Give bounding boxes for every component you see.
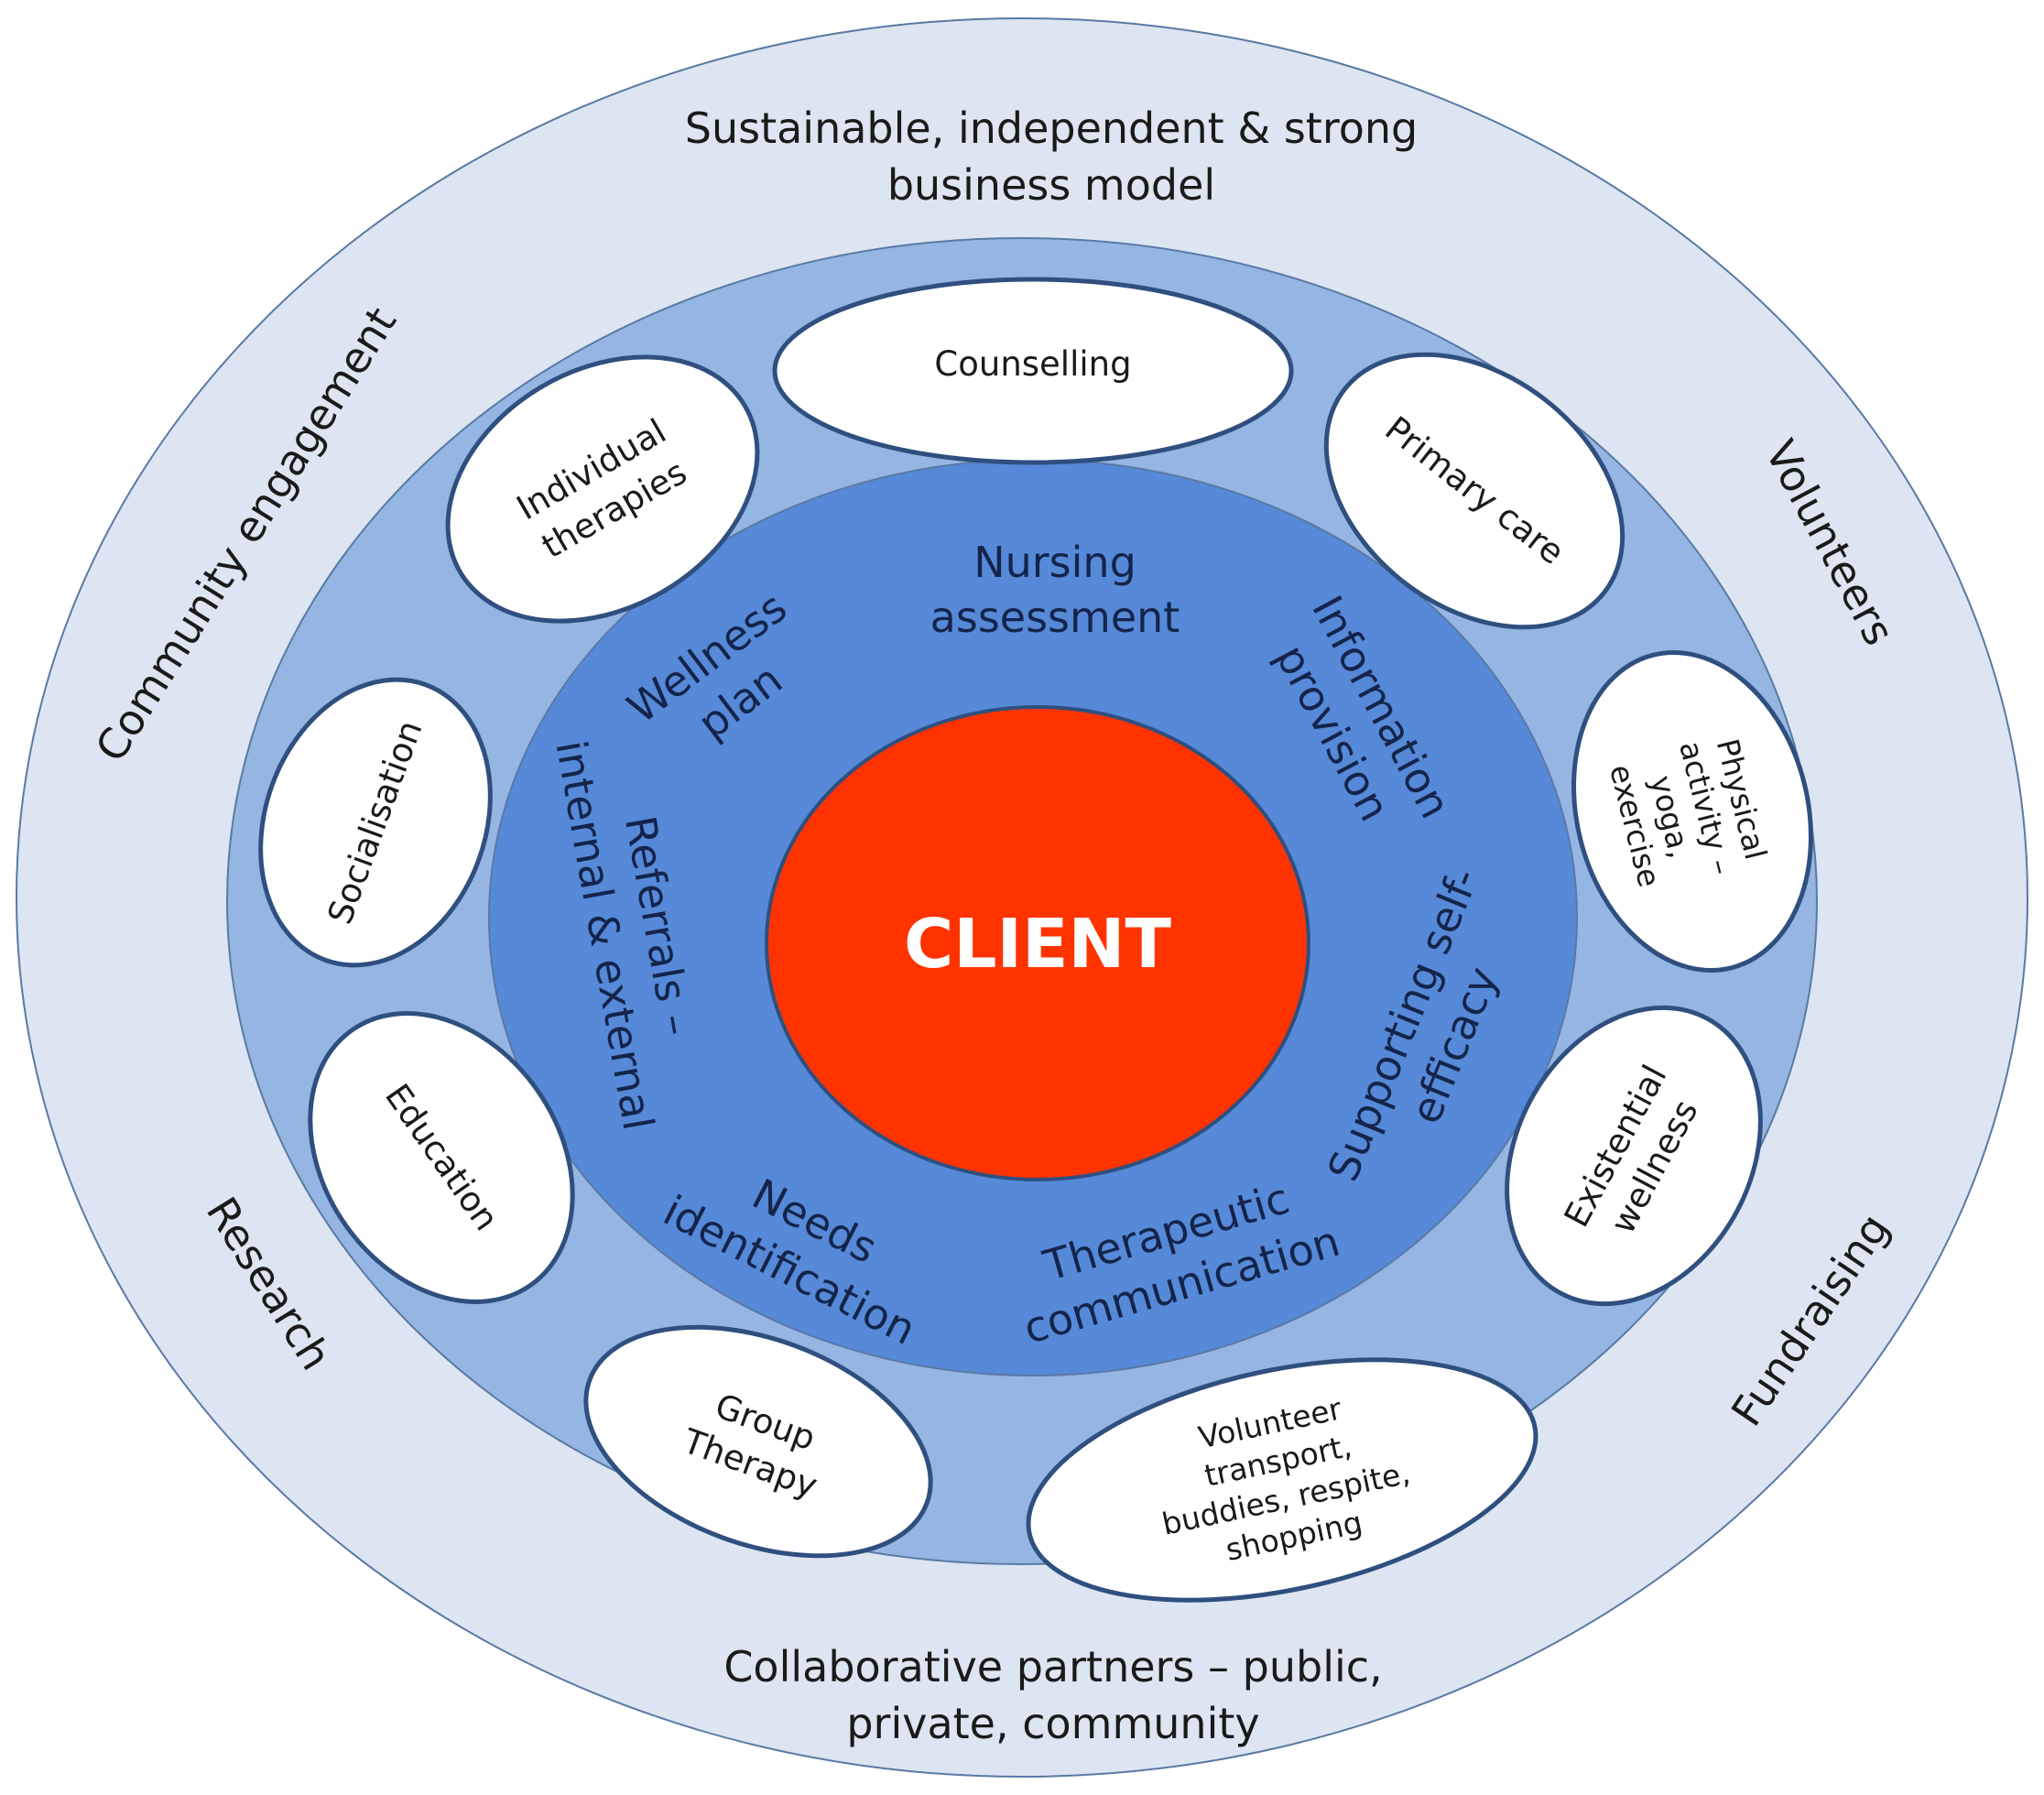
- service-counselling: Counselling: [772, 277, 1294, 465]
- outer-label-collaborative-partners: Collaborative partners – public, private…: [723, 1642, 1382, 1748]
- service-primary-care-oval: [1323, 352, 1625, 630]
- service-physical-activity-oval: [1571, 650, 1813, 973]
- outer-label-business-model-line1: Sustainable, independent & strong: [685, 103, 1419, 153]
- function-nursing-assessment-line1: Nursing: [973, 538, 1136, 587]
- service-individual-therapies-oval: [445, 354, 760, 624]
- client-circle: [765, 705, 1310, 1181]
- service-existential-wellness-oval: [1505, 1005, 1763, 1307]
- function-nursing-assessment-line2: assessment: [930, 593, 1180, 642]
- service-counselling-oval: [772, 277, 1294, 465]
- outer-label-collaborative-partners-line1: Collaborative partners – public,: [723, 1642, 1382, 1692]
- service-counselling-label: Counselling: [934, 344, 1131, 384]
- service-education: Education: [308, 1011, 575, 1304]
- service-existential-wellness: Existential wellness: [1505, 1005, 1763, 1307]
- service-group-therapy-oval: [583, 1324, 933, 1559]
- service-socialisation: Socialisation: [258, 677, 493, 968]
- outer-label-business-model: Sustainable, independent & strong busine…: [685, 103, 1419, 210]
- service-education-oval: [308, 1011, 575, 1304]
- service-physical-activity: Physical activity – yoga, exercise: [1571, 650, 1813, 973]
- service-volunteer-transport: Volunteer transport, buddies, respite, s…: [1026, 1357, 1538, 1603]
- service-group-therapy: Group Therapy: [583, 1324, 933, 1559]
- service-individual-therapies: Individual therapies: [445, 354, 760, 624]
- outer-label-business-model-line2: business model: [887, 160, 1215, 210]
- outer-label-collaborative-partners-line2: private, community: [846, 1699, 1259, 1748]
- service-primary-care: Primary care: [1323, 352, 1625, 630]
- client-label: CLIENT: [904, 905, 1171, 984]
- function-nursing-assessment: Nursing assessment: [930, 538, 1180, 642]
- service-socialisation-oval: [258, 677, 493, 968]
